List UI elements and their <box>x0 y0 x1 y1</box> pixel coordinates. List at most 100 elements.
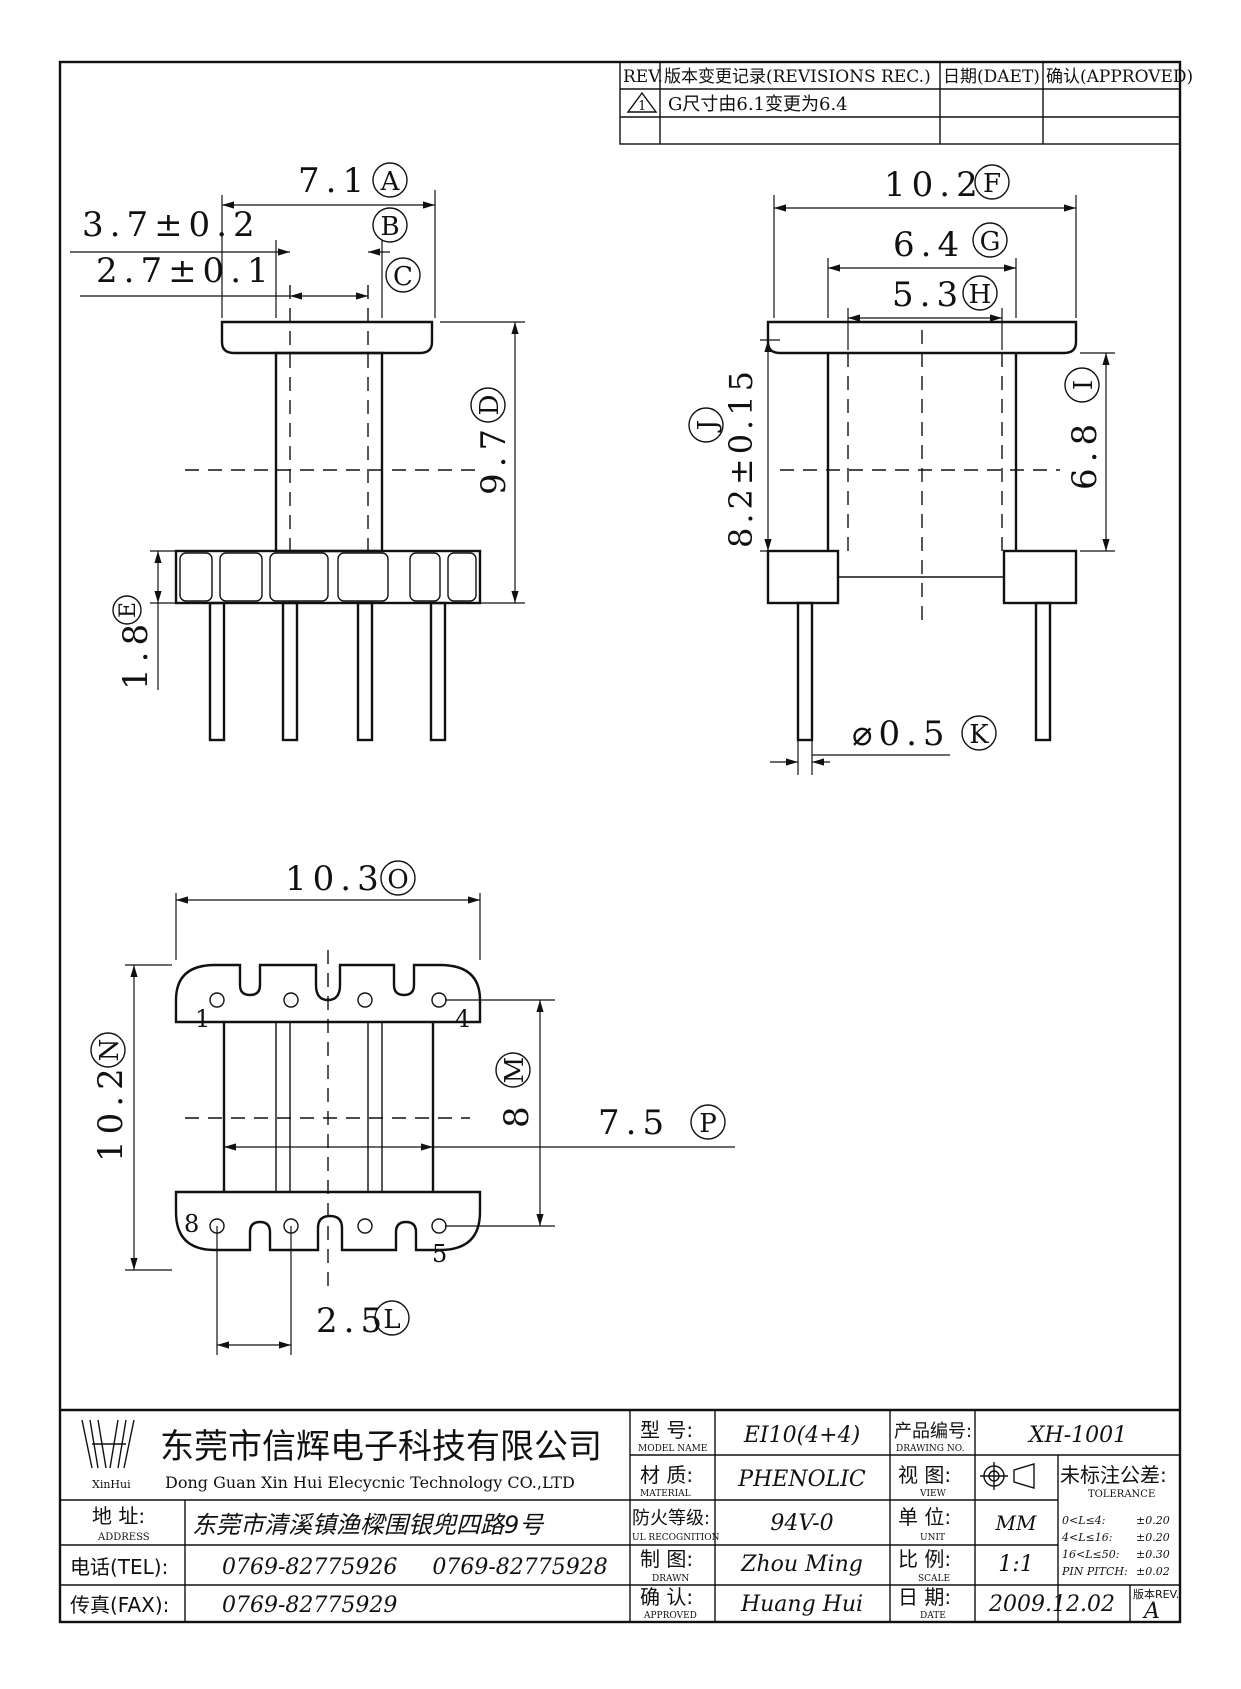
svg-text:XinHui: XinHui <box>92 1478 131 1491</box>
tolerance-value: ±0.30 <box>1136 1548 1170 1561</box>
tolerance-range: PIN PITCH: <box>1061 1565 1128 1578</box>
svg-text:E: E <box>116 602 141 618</box>
top-flange <box>220 320 434 355</box>
dim-g-tag: G <box>972 222 1008 258</box>
model-label-en: MODEL NAME <box>638 1444 707 1454</box>
dim-o-tag: O <box>380 860 416 896</box>
rev-label: 版本REV. <box>1133 1587 1179 1601</box>
pin-4-label: 4 <box>455 1005 470 1033</box>
title-block: XinHui 东莞市信辉电子科技有限公司 Dong Guan Xin Hui E… <box>60 1408 1180 1624</box>
address-label: 地 址: <box>92 1504 145 1528</box>
drawn-label-en: DRAWN <box>652 1574 689 1584</box>
tel-value: 0769-82775926 0769-82775928 <box>222 1555 608 1580</box>
dim-e-tag: E <box>112 595 142 625</box>
dim-k-tag: K <box>961 715 997 751</box>
drawing-no-value: XH-1001 <box>1027 1423 1127 1448</box>
company-name-cn: 东莞市信辉电子科技有限公司 <box>160 1427 602 1467</box>
bottom-flange <box>174 549 482 605</box>
dim-g-value: 6.4 <box>893 225 965 265</box>
scale-label-en: SCALE <box>918 1574 950 1584</box>
dim-h-value: 5.3 <box>892 275 964 315</box>
dim-m-value: 8 <box>497 1100 537 1128</box>
svg-text:D: D <box>475 395 505 416</box>
material-label: 材 质: <box>640 1463 693 1487</box>
dim-l-tag: L <box>374 1300 410 1336</box>
ul-label-en: UL RECOGNITION <box>632 1533 720 1543</box>
svg-text:N: N <box>95 1039 125 1062</box>
svg-text:H: H <box>969 280 992 310</box>
tolerance-value: ±0.02 <box>1136 1565 1170 1578</box>
dim-c-value: 2.7±0.1 <box>96 251 275 291</box>
scale-label: 比 例: <box>898 1547 951 1571</box>
pin-5-label: 5 <box>432 1240 447 1268</box>
dim-k-value: ⌀0.5 <box>852 714 951 754</box>
approved-label: 确 认: <box>640 1585 693 1609</box>
tolerance-value: ±0.20 <box>1136 1531 1170 1544</box>
fax-label: 传真(FAX): <box>70 1593 169 1617</box>
svg-text:F: F <box>983 169 1001 199</box>
company-name-en: Dong Guan Xin Hui Elecycnic Technology C… <box>165 1473 575 1492</box>
tolerance-label-en: TOLERANCE <box>1088 1489 1155 1500</box>
date-col-header: 日期(DAET) <box>943 67 1040 87</box>
svg-text:I: I <box>1069 380 1099 390</box>
pin-8-label: 8 <box>184 1210 199 1238</box>
pin-1-label: 1 <box>195 1005 210 1033</box>
dim-e-value: 1.8 <box>116 618 156 690</box>
dim-p-tag: P <box>690 1104 726 1140</box>
approved-col-header: 确认(APPROVED) <box>1046 67 1193 87</box>
company-logo: XinHui <box>81 1419 135 1491</box>
model-label: 型 号: <box>640 1418 693 1442</box>
drawing-no-label: 产品编号: <box>894 1421 972 1442</box>
dim-l-value: 2.5 <box>316 1301 388 1341</box>
address-label-en: ADDRESS <box>97 1532 150 1543</box>
unit-label-en: UNIT <box>920 1533 945 1543</box>
ul-label: 防火等级: <box>632 1508 710 1529</box>
dim-f-tag: F <box>974 164 1010 200</box>
dim-d-value: 9.7 <box>474 423 514 495</box>
side-right-pin <box>1034 601 1052 742</box>
front-pins <box>208 601 447 742</box>
revision-triangle-icon: 1 <box>626 91 658 114</box>
material-value: PHENOLIC <box>737 1467 866 1492</box>
rev-value: A <box>1142 1599 1160 1624</box>
tolerance-range: 0<L≤4: <box>1062 1514 1105 1527</box>
fax-value: 0769-82775929 <box>222 1593 397 1618</box>
model-value: EI10(4+4) <box>743 1423 860 1448</box>
svg-text:M: M <box>500 1057 530 1084</box>
dim-n-tag: N <box>90 1032 126 1068</box>
dim-c-tag: C <box>385 257 421 293</box>
tolerance-range: 16<L≤50: <box>1062 1548 1119 1561</box>
approved-label-en: APPROVED <box>643 1611 697 1621</box>
scale-value: 1:1 <box>998 1552 1033 1577</box>
side-left-foot <box>766 549 840 605</box>
side-right-foot <box>1002 549 1078 605</box>
drawing-no-label-en: DRAWING NO. <box>896 1444 965 1454</box>
revision-record: G尺寸由6.1变更为6.4 <box>668 94 848 115</box>
ul-value: 94V-0 <box>770 1511 833 1536</box>
drawn-value: Zhou Ming <box>740 1552 863 1577</box>
dim-o-value: 10.3 <box>285 859 385 899</box>
dim-b-tag: B <box>372 207 408 243</box>
date-value: 2009.12.02 <box>988 1592 1115 1617</box>
date-label: 日 期: <box>898 1585 951 1609</box>
material-label-en: MATERIAL <box>640 1489 691 1499</box>
dim-a-tag: A <box>372 162 408 198</box>
view-label-en: VIEW <box>919 1489 947 1499</box>
side-view: 10.2 F 6.4 G 5.3 H 6.8 I <box>688 164 1115 775</box>
dim-j-value: 8.2±0.15 <box>722 367 760 548</box>
dim-i-value: 6.8 <box>1065 418 1105 490</box>
unit-value: MM <box>995 1511 1037 1535</box>
core-tube <box>274 351 384 553</box>
bottom-view: 1 4 8 5 10.3 O 10.2 N 8 M <box>90 859 735 1355</box>
tolerance-value: ±0.20 <box>1136 1514 1170 1527</box>
side-left-pin <box>796 601 814 742</box>
unit-label: 单 位: <box>898 1505 951 1529</box>
svg-text:P: P <box>699 1109 717 1139</box>
tolerance-label: 未标注公差: <box>1060 1463 1167 1487</box>
svg-text:J: J <box>693 420 723 433</box>
dim-h-tag: H <box>962 275 998 311</box>
drawn-label: 制 图: <box>640 1547 693 1571</box>
projection-symbol-icon <box>980 1462 1035 1490</box>
dim-d-tag: D <box>470 387 506 423</box>
